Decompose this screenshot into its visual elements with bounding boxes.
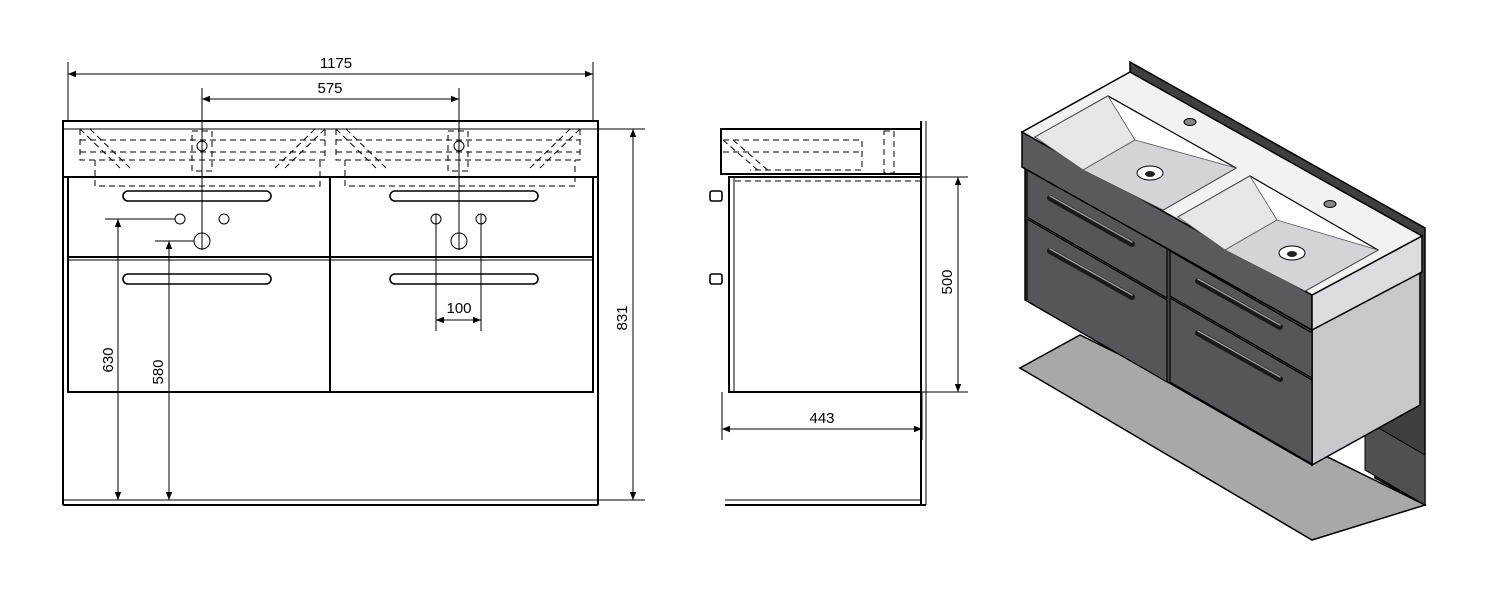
handle-side-top xyxy=(709,190,723,202)
dimension-total-width: 1175 xyxy=(67,55,594,121)
dimension-depth: 443 xyxy=(721,392,923,440)
cabinet-front xyxy=(67,176,594,393)
iso-handles xyxy=(1047,195,1283,382)
basin-side xyxy=(720,128,922,175)
dimension-height-630: 630 xyxy=(100,218,175,500)
cabinet-side xyxy=(728,176,922,393)
dim-label-sink-spacing: 575 xyxy=(317,80,342,97)
dim-label-630: 630 xyxy=(100,347,117,372)
dim-label-580: 580 xyxy=(150,359,167,384)
handle-bottom-left xyxy=(122,273,272,285)
iso-basin-left xyxy=(1033,95,1238,211)
dim-label-500: 500 xyxy=(939,269,956,294)
dim-label-831: 831 xyxy=(614,305,631,330)
dim-label-443: 443 xyxy=(809,410,834,427)
handle-top-right xyxy=(389,190,539,202)
handle-bottom-right xyxy=(389,273,539,285)
dim-label-total-width: 1175 xyxy=(320,55,352,72)
dimension-valve-spacing: 100 xyxy=(435,214,482,331)
dim-label-valve-spacing: 100 xyxy=(446,300,471,317)
side-view: 443 500 xyxy=(709,121,968,506)
handle-side-bottom xyxy=(709,273,723,285)
dimension-height-580: 580 xyxy=(150,240,194,500)
dimension-cabinet-height: 500 xyxy=(921,176,968,393)
dimension-sink-spacing: 575 xyxy=(201,80,460,250)
handle-top-left xyxy=(122,190,272,202)
iso-basin-right xyxy=(1176,175,1380,292)
dimension-total-height: 831 xyxy=(598,128,645,501)
isometric-view xyxy=(1018,60,1428,541)
front-view: 1175 575 100 630 580 xyxy=(62,55,645,506)
